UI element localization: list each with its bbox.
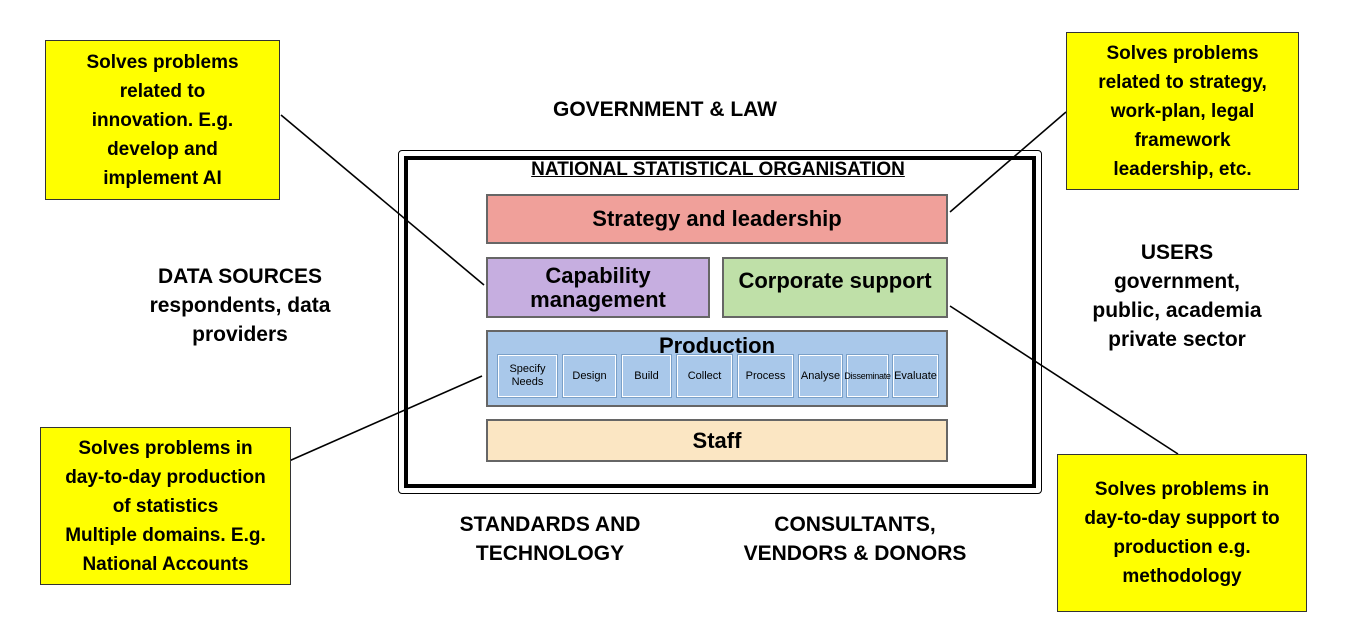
callout-production-line4: Multiple domains. E.g. bbox=[65, 524, 266, 546]
callout-innovation-line2: related to bbox=[119, 80, 206, 102]
users-line3: private sector bbox=[1108, 328, 1246, 351]
corporate-support-label: Corporate support bbox=[738, 268, 932, 293]
callout-support-line4: methodology bbox=[1122, 566, 1242, 587]
step-process-label: Process bbox=[745, 369, 786, 382]
data-sources-line2: providers bbox=[192, 323, 288, 346]
callout-strategy-line1: Solves problems bbox=[1106, 42, 1259, 64]
callout-innovation-line3: innovation. E.g. bbox=[91, 109, 234, 131]
step-collect: Collect bbox=[677, 355, 732, 397]
step-evaluate-label: Evaluate bbox=[894, 369, 937, 382]
callout-strategy-line3: work-plan, legal bbox=[1110, 100, 1255, 122]
connector-production bbox=[288, 375, 483, 462]
callout-production-line5: National Accounts bbox=[82, 553, 249, 575]
step-analyse: Analyse bbox=[799, 355, 842, 397]
organisation-frame-outer bbox=[398, 150, 1042, 494]
callout-production-line3: of statistics bbox=[112, 495, 219, 517]
standards-line1: STANDARDS AND bbox=[459, 513, 641, 536]
callout-support-line3: production e.g. bbox=[1113, 537, 1251, 558]
consultants-line2: VENDORS & DONORS bbox=[743, 542, 967, 565]
label-government-law: GOVERNMENT & LAW bbox=[553, 98, 777, 121]
step-evaluate: Evaluate bbox=[893, 355, 938, 397]
step-specify-line1: Specify bbox=[509, 363, 546, 375]
standards-line2: TECHNOLOGY bbox=[475, 542, 625, 565]
staff-label: Staff bbox=[692, 427, 742, 453]
corporate-support-box: Corporate support bbox=[722, 257, 948, 318]
callout-strategy-line2: related to strategy, bbox=[1098, 71, 1267, 93]
callout-innovation: Solves problems related to innovation. E… bbox=[45, 40, 280, 200]
staff-box: Staff bbox=[486, 419, 948, 462]
organisation-title: NATIONAL STATISTICAL ORGANISATION bbox=[404, 159, 1032, 181]
label-standards-technology: STANDARDS AND TECHNOLOGY bbox=[420, 510, 680, 568]
users-line2: public, academia bbox=[1092, 299, 1262, 322]
step-disseminate: Disseminate bbox=[844, 355, 891, 397]
callout-support-line2: day-to-day support to bbox=[1084, 508, 1280, 529]
callout-support-line1: Solves problems in bbox=[1094, 479, 1270, 500]
consultants-line1: CONSULTANTS, bbox=[774, 513, 936, 536]
callout-strategy: Solves problems related to strategy, wor… bbox=[1066, 32, 1299, 190]
capability-line2: management bbox=[530, 286, 666, 312]
production-label: Production bbox=[658, 333, 776, 358]
organisation-title-text: NATIONAL STATISTICAL ORGANISATION bbox=[531, 159, 905, 180]
label-data-sources: DATA SOURCES respondents, data providers bbox=[115, 262, 365, 349]
step-collect-label: Collect bbox=[687, 369, 722, 382]
step-disseminate-label: Disseminate bbox=[844, 370, 891, 381]
data-sources-line1: respondents, data bbox=[149, 294, 331, 317]
label-users: USERS government, public, academia priva… bbox=[1062, 238, 1292, 354]
capability-management-box: Capability management bbox=[486, 257, 710, 318]
step-design-label: Design bbox=[572, 369, 607, 382]
callout-production-line1: Solves problems in bbox=[78, 437, 253, 459]
connector-innovation bbox=[280, 114, 485, 286]
step-design: Design bbox=[563, 355, 616, 397]
connector-support bbox=[949, 305, 1179, 455]
users-title: USERS bbox=[1140, 241, 1214, 264]
callout-innovation-line4: develop and bbox=[107, 138, 218, 160]
connector-strategy bbox=[949, 111, 1067, 213]
step-specify-line2: Needs bbox=[511, 376, 544, 388]
callout-innovation-line5: implement AI bbox=[103, 167, 222, 189]
organisation-frame bbox=[404, 156, 1036, 488]
data-sources-title: DATA SOURCES bbox=[157, 265, 323, 288]
callout-production: Solves problems in day-to-day production… bbox=[40, 427, 291, 585]
capability-line1: Capability bbox=[545, 262, 651, 288]
step-process: Process bbox=[738, 355, 793, 397]
strategy-leadership-label: Strategy and leadership bbox=[592, 206, 842, 231]
callout-production-line2: day-to-day production bbox=[65, 466, 266, 488]
callout-support: Solves problems in day-to-day support to… bbox=[1057, 454, 1307, 612]
step-build: Build bbox=[622, 355, 671, 397]
callout-strategy-line5: leadership, etc. bbox=[1113, 158, 1252, 180]
step-build-label: Build bbox=[634, 369, 659, 382]
callout-innovation-line1: Solves problems bbox=[86, 51, 239, 73]
strategy-leadership-box: Strategy and leadership bbox=[486, 194, 948, 244]
callout-strategy-line4: framework bbox=[1134, 129, 1231, 151]
step-analyse-label: Analyse bbox=[800, 369, 841, 382]
label-consultants-vendors: CONSULTANTS, VENDORS & DONORS bbox=[720, 510, 990, 568]
users-line1: government, bbox=[1113, 270, 1241, 293]
